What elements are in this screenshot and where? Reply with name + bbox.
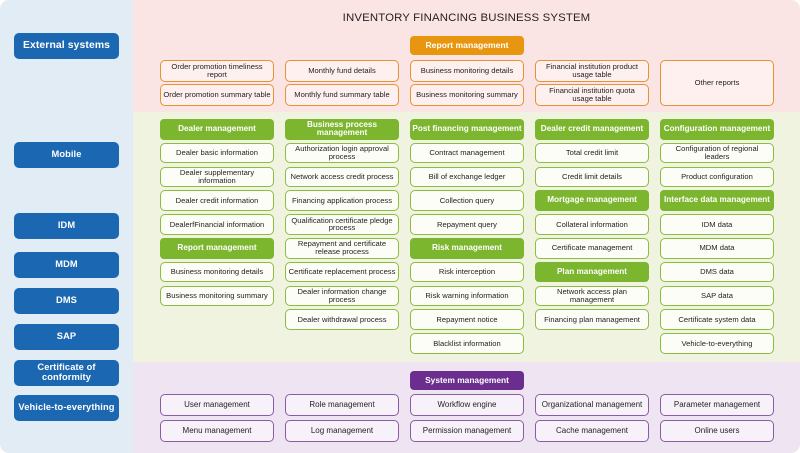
sidebar-item-mobile[interactable]: Mobile — [14, 142, 119, 168]
sidebar-item-mdm[interactable]: MDM — [14, 252, 119, 278]
core-item-sap-data[interactable]: SAP data — [660, 285, 774, 307]
core-group-header-report-management[interactable]: Report management — [160, 238, 274, 259]
core-item-qualification-certificate-pledge-process[interactable]: Qualification certificate pledge process — [285, 214, 399, 235]
core-item-dealerffinancial-information[interactable]: DealerfFinancial information — [160, 214, 274, 235]
report-item-order-promotion-summary-table[interactable]: Order promotion summary table — [160, 84, 274, 106]
core-item-repayment-notice[interactable]: Repayment notice — [410, 309, 524, 330]
report-item-monthly-fund-summary-table[interactable]: Monthly fund summary table — [285, 84, 399, 106]
core-item-business-monitoring-details[interactable]: Business monitoring details — [160, 261, 274, 283]
report-management-header: Report management — [410, 36, 524, 55]
core-item-mdm-data[interactable]: MDM data — [660, 238, 774, 259]
sidebar-item-external-systems[interactable]: External systems — [14, 33, 119, 59]
report-item-order-promotion-timeliness-report[interactable]: Order promotion timeliness report — [160, 60, 274, 82]
system-item-menu-management[interactable]: Menu management — [160, 420, 274, 442]
system-item-cache-management[interactable]: Cache management — [535, 420, 649, 442]
core-item-risk-interception[interactable]: Risk interception — [410, 261, 524, 283]
core-item-vehicle-to-everything[interactable]: Vehicle-to-everything — [660, 333, 774, 354]
core-item-financing-plan-management[interactable]: Financing plan management — [535, 309, 649, 330]
system-item-online-users[interactable]: Online users — [660, 420, 774, 442]
core-item-blacklist-information[interactable]: Blacklist information — [410, 333, 524, 354]
core-group-header-configuration-management[interactable]: Configuration management — [660, 119, 774, 140]
core-item-contract-management[interactable]: Contract management — [410, 142, 524, 164]
core-group-header-dealer-management[interactable]: Dealer management — [160, 119, 274, 140]
system-item-organizational-management[interactable]: Organizational management — [535, 394, 649, 416]
core-item-certificate-management[interactable]: Certificate management — [535, 238, 649, 259]
core-item-product-configuration[interactable]: Product configuration — [660, 166, 774, 188]
core-item-dms-data[interactable]: DMS data — [660, 261, 774, 283]
report-item-financial-institution-product-usage-table[interactable]: Financial institution product usage tabl… — [535, 60, 649, 82]
core-group-header-plan-management[interactable]: Plan management — [535, 261, 649, 283]
core-group-header-risk-management[interactable]: Risk management — [410, 238, 524, 259]
report-item-monthly-fund-details[interactable]: Monthly fund details — [285, 60, 399, 82]
sidebar-item-dms[interactable]: DMS — [14, 288, 119, 314]
core-item-repayment-and-certificate-release-process[interactable]: Repayment and certificate release proces… — [285, 238, 399, 259]
core-item-configuration-of-regional-leaders[interactable]: Configuration of regional leaders — [660, 142, 774, 164]
core-item-repayment-query[interactable]: Repayment query — [410, 214, 524, 235]
core-item-credit-limit-details[interactable]: Credit limit details — [535, 166, 649, 188]
report-item-business-monitoring-details[interactable]: Business monitoring details — [410, 60, 524, 82]
core-item-dealer-supplementary-information[interactable]: Dealer supplementary information — [160, 166, 274, 188]
core-item-business-monitoring-summary[interactable]: Business monitoring summary — [160, 285, 274, 307]
core-group-header-post-financing-management[interactable]: Post financing management — [410, 119, 524, 140]
core-item-network-access-credit-process[interactable]: Network access credit process — [285, 166, 399, 188]
core-item-dealer-basic-information[interactable]: Dealer basic information — [160, 142, 274, 164]
core-item-certificate-system-data[interactable]: Certificate system data — [660, 309, 774, 330]
system-item-role-management[interactable]: Role management — [285, 394, 399, 416]
core-group-header-dealer-credit-management[interactable]: Dealer credit management — [535, 119, 649, 140]
core-item-bill-of-exchange-ledger[interactable]: Bill of exchange ledger — [410, 166, 524, 188]
core-item-dealer-information-change-process[interactable]: Dealer information change process — [285, 285, 399, 307]
core-group-header-business-process-management[interactable]: Business process management — [285, 119, 399, 140]
sidebar-item-idm[interactable]: IDM — [14, 213, 119, 239]
system-item-parameter-management[interactable]: Parameter management — [660, 394, 774, 416]
core-item-network-access-plan-management[interactable]: Network access plan management — [535, 285, 649, 307]
core-item-financing-application-process[interactable]: Financing application process — [285, 190, 399, 211]
sidebar-item-vehicle-to-everything[interactable]: Vehicle-to-everything — [14, 395, 119, 421]
core-group-header-mortgage-management[interactable]: Mortgage management — [535, 190, 649, 211]
system-management-header: System management — [410, 371, 524, 390]
page-title: INVENTORY FINANCING BUSINESS SYSTEM — [342, 12, 591, 24]
core-item-dealer-credit-information[interactable]: Dealer credit information — [160, 190, 274, 211]
core-item-authorization-login-approval-process[interactable]: Authorization login approval process — [285, 142, 399, 164]
core-item-dealer-withdrawal-process[interactable]: Dealer withdrawal process — [285, 309, 399, 330]
core-item-total-credit-limit[interactable]: Total credit limit — [535, 142, 649, 164]
core-item-collection-query[interactable]: Collection query — [410, 190, 524, 211]
report-item-business-monitoring-summary[interactable]: Business monitoring summary — [410, 84, 524, 106]
system-item-log-management[interactable]: Log management — [285, 420, 399, 442]
report-item-financial-institution-quota-usage-table[interactable]: Financial institution quota usage table — [535, 84, 649, 106]
core-item-collateral-information[interactable]: Collateral information — [535, 214, 649, 235]
system-item-workflow-engine[interactable]: Workflow engine — [410, 394, 524, 416]
core-item-certificate-replacement-process[interactable]: Certificate replacement process — [285, 261, 399, 283]
report-item-other-reports[interactable]: Other reports — [660, 60, 774, 106]
core-group-header-interface-data-management[interactable]: Interface data management — [660, 190, 774, 211]
core-item-risk-warning-information[interactable]: Risk warning information — [410, 285, 524, 307]
system-item-permission-management[interactable]: Permission management — [410, 420, 524, 442]
core-item-idm-data[interactable]: IDM data — [660, 214, 774, 235]
sidebar-item-sap[interactable]: SAP — [14, 324, 119, 350]
sidebar-item-certificate-of-conformity[interactable]: Certificate of conformity — [14, 360, 119, 386]
system-item-user-management[interactable]: User management — [160, 394, 274, 416]
